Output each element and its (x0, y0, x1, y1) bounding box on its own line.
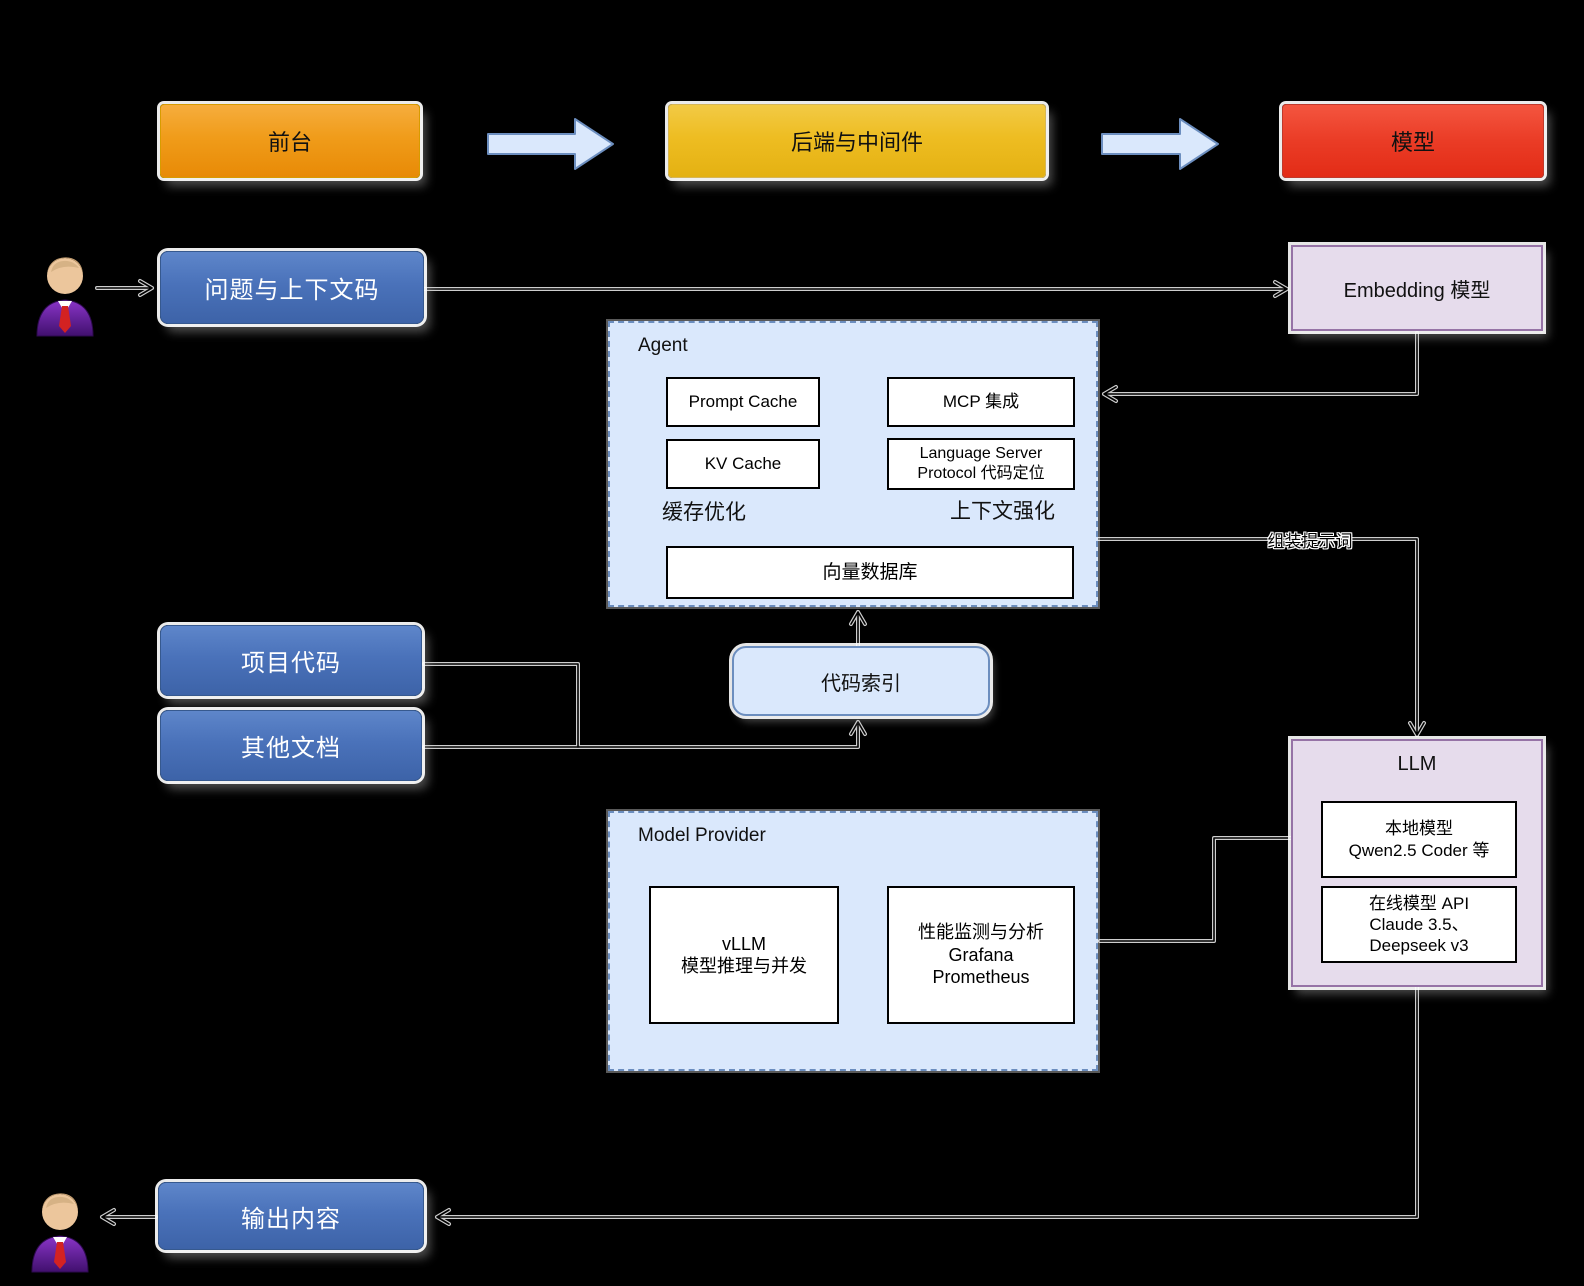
online-model-label-line2: Claude 3.5、 (1369, 914, 1469, 934)
box-local-model: 本地模型 Qwen2.5 Coder 等 (1321, 801, 1517, 878)
user-icon-bottom (31, 1193, 89, 1273)
header-backend-label: 后端与中间件 (790, 130, 923, 155)
header-backend: 后端与中间件 (668, 104, 1046, 178)
vllm-label-line1: vLLM (721, 933, 766, 954)
node-output: 输出内容 (158, 1182, 424, 1250)
online-model-label-line3: Deepseek v3 (1369, 936, 1469, 956)
vllm-label-line2: 模型推理与并发 (681, 956, 807, 976)
header-model: 模型 (1282, 104, 1544, 178)
container-llm: LLM 本地模型 Qwen2.5 Coder 等 在线模型 API Claude… (1291, 739, 1543, 987)
node-other-docs: 其他文档 (160, 710, 422, 781)
box-vector-db: 向量数据库 (666, 546, 1074, 599)
llm-title: LLM (1397, 753, 1437, 775)
container-agent: Agent Prompt Cache MCP 集成 KV Cache Langu… (608, 321, 1098, 607)
edge-model-provider-to-llm (1099, 837, 1299, 942)
box-mcp-integration: MCP 集成 (887, 377, 1075, 427)
local-model-label-line1: 本地模型 (1385, 819, 1453, 839)
mcp-label: MCP 集成 (942, 392, 1020, 412)
node-embedding-label: Embedding 模型 (1343, 279, 1491, 302)
monitoring-label-line3: Prometheus (932, 967, 1030, 988)
kv-cache-label: KV Cache (704, 454, 782, 474)
header-model-label: 模型 (1390, 130, 1435, 155)
node-embedding-model: Embedding 模型 (1291, 245, 1543, 331)
header-frontend-label: 前台 (267, 130, 312, 155)
node-output-label: 输出内容 (241, 1205, 341, 1233)
edge-code-index-to-agent (850, 611, 866, 647)
edge-user-to-question (96, 280, 153, 296)
lsp-label-line2: Protocol 代码定位 (917, 465, 1045, 482)
monitoring-label-line2: Grafana (948, 944, 1014, 965)
user-icon-top (36, 257, 94, 337)
agent-title: Agent (638, 335, 688, 356)
edge-output-to-user (101, 1209, 157, 1225)
cache-optimization-label: 缓存优化 (662, 501, 746, 524)
code-index-label: 代码索引 (821, 672, 901, 695)
flow-arrow-2 (1101, 118, 1219, 170)
context-enhancement-label: 上下文强化 (950, 500, 1055, 523)
edge-agent-to-llm (1097, 538, 1425, 736)
box-vllm: vLLM 模型推理与并发 (649, 886, 839, 1024)
lsp-label-line1: Language Server (919, 445, 1043, 462)
edge-embedding-to-agent (1103, 332, 1418, 402)
box-kv-cache: KV Cache (666, 439, 820, 489)
container-model-provider: Model Provider vLLM 模型推理与并发 性能监测与分析 Graf… (608, 811, 1098, 1071)
flow-arrow-1 (487, 118, 614, 170)
prompt-cache-label: Prompt Cache (688, 392, 798, 412)
vector-db-label: 向量数据库 (822, 561, 918, 583)
local-model-label-line2: Qwen2.5 Coder 等 (1348, 840, 1490, 860)
node-other-docs-label: 其他文档 (241, 735, 341, 762)
node-question-label: 问题与上下文码 (204, 277, 380, 304)
box-online-model: 在线模型 API Claude 3.5、 Deepseek v3 (1321, 886, 1517, 963)
node-project-code: 项目代码 (160, 625, 422, 696)
edge-llm-to-output (436, 986, 1418, 1225)
edge-project-code-junction (423, 663, 579, 748)
monitoring-label-line1: 性能监测与分析 (918, 922, 1044, 943)
box-lsp: Language Server Protocol 代码定位 (887, 438, 1075, 490)
assemble-prompt-edge-label: 组装提示词 (1267, 532, 1353, 551)
node-question-context: 问题与上下文码 (160, 251, 424, 324)
box-monitoring: 性能监测与分析 Grafana Prometheus (887, 886, 1075, 1024)
online-model-label-line1: 在线模型 API (1368, 893, 1470, 913)
edge-question-to-embedding (423, 281, 1288, 297)
node-project-code-label: 项目代码 (241, 650, 341, 677)
node-code-index: 代码索引 (732, 646, 990, 716)
model-provider-title: Model Provider (638, 825, 766, 846)
box-prompt-cache: Prompt Cache (666, 377, 820, 427)
edge-docs-to-code-index (423, 721, 866, 748)
header-frontend: 前台 (160, 104, 420, 178)
